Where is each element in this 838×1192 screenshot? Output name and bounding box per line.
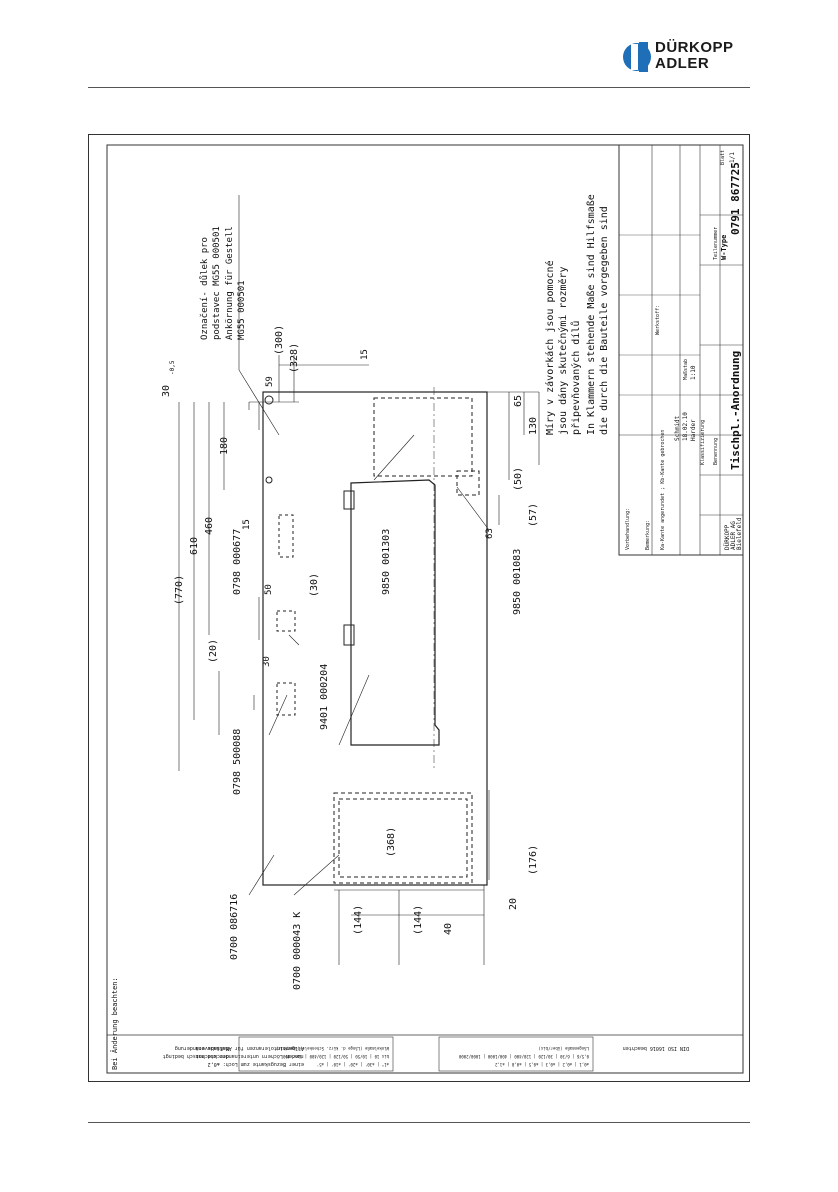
dim-65: 65: [513, 395, 524, 407]
dim-180: 180: [219, 437, 230, 455]
dim-770: (770): [174, 575, 185, 605]
part-labels: 0700 086716 0700 000043 K 0798 500088 94…: [229, 529, 523, 990]
note-cz-2: jsou dány skutečnými rozměry: [557, 266, 569, 435]
brand-logo-mark: [623, 42, 651, 72]
part-9850-001303: 9850 001303: [381, 529, 392, 595]
drawing-canvas: 0791 867725 Tischpl.-Anordnung Teilenumm…: [106, 144, 744, 1074]
tol-len-dev: ±0,1 | ±0,2 | ±0,3 | ±0,5 | ±0,8 | ±1,2: [494, 1062, 589, 1067]
title-company-1: DÜRKOPP: [724, 524, 731, 550]
title-type: W-Type: [720, 235, 728, 260]
title-drawn-by: Schmidt: [674, 415, 681, 441]
dim-20-b: 20: [508, 898, 519, 910]
dim-30: 30: [161, 385, 172, 397]
brand-line-2: ADLER: [655, 55, 710, 72]
title-classification-label: Klassifizierung: [700, 420, 706, 465]
tol-angle-vals: bis 10 | 10/50 | 50/120 | 120/400 | über…: [282, 1054, 389, 1059]
change-note: Bei Änderung beachten:: [110, 977, 119, 1070]
part-0798-500088: 0798 500088: [232, 729, 243, 795]
tolerance-tables: Allgemeintoleranzen für Abstände von run…: [163, 1036, 689, 1072]
brand-line-1: DÜRKOPP: [655, 39, 734, 56]
table-plate: [262, 387, 488, 886]
part-0798-000677: 0798 000677: [232, 529, 243, 595]
dim-50: 50: [264, 584, 274, 595]
title-scale: 1:10: [690, 365, 697, 380]
mark-de-1: Ankörnung für Gestell: [225, 226, 235, 340]
tol-general-2: runden Löchern untereinander und von: [196, 1053, 304, 1059]
title-surface-label: Vorbehandlung:: [625, 508, 631, 550]
title-designation-label: Benennung: [713, 438, 719, 465]
part-9401-000204: 9401 000204: [319, 664, 330, 730]
marking-note: Označení- důlek pro podstavec MG55 00050…: [199, 226, 247, 340]
dimension-lines: [178, 195, 540, 965]
title-sheet: 1/1: [729, 152, 736, 163]
dim-144-b: (144): [413, 905, 424, 935]
dim-176: (176): [528, 845, 539, 875]
title-remark-label: Bemerkung:: [645, 520, 651, 550]
tol-len-head: Längenmaße (über/bis): [538, 1046, 589, 1051]
tol-general-1: Allgemeintoleranzen für Abstände von: [196, 1045, 304, 1051]
dim-300: (300): [274, 325, 285, 355]
title-block: 0791 867725 Tischpl.-Anordnung Teilenumm…: [618, 144, 744, 556]
title-drawing-number: 0791 867725: [729, 162, 742, 235]
mark-cz-1: Označení- důlek pro: [199, 237, 210, 340]
dim-20: (20): [208, 639, 219, 663]
title-company-2: ADLER AG: [730, 521, 737, 550]
dim-63: 63: [485, 528, 495, 539]
title-sheet-label: Blatt: [720, 150, 726, 165]
dim-40: 40: [443, 923, 454, 935]
dim-130: 130: [528, 417, 539, 435]
technical-drawing: 0791 867725 Tischpl.-Anordnung Teilenumm…: [88, 134, 750, 1082]
tol-changes-2: drucktechnisch bedingt: [163, 1053, 229, 1059]
dim-144-a: (144): [353, 905, 364, 935]
title-name: Tischpl.-Anordnung: [729, 351, 742, 470]
title-material-label: Werkstoff:: [655, 305, 661, 335]
dim-30-c: 30: [262, 656, 272, 667]
dim-368: (368): [386, 827, 397, 857]
title-date: 18.02.10: [682, 412, 689, 441]
part-0700-086716: 0700 086716: [229, 894, 240, 960]
title-checked-by: Harder: [690, 419, 697, 441]
dim-15-b: 15: [242, 519, 252, 530]
tol-angle-head: Winkelmaße (Länge d. kürz. Schenkels)(üb…: [276, 1046, 389, 1051]
dim-610: 610: [189, 537, 200, 555]
tol-changes-1: Maßtabsveränderung: [175, 1045, 229, 1051]
dim-57: (57): [528, 503, 539, 527]
mark-de-2: MG55 000501: [237, 280, 247, 340]
mark-cz-2: podstavec MG55 000501: [212, 226, 222, 340]
note-de-1: In Klammern stehende Maße sind Hilfsmaße: [586, 194, 597, 435]
tol-general-3: einer Bezugskante zum Loch: ±0,2: [208, 1061, 304, 1067]
title-ka-note: Ka-Kante angerundet ; Kb-Kante gebrochen: [660, 430, 666, 550]
note-de-2: die durch die Bauteile vorgegeben sind: [599, 206, 610, 435]
tol-angle-dev: ±1° | ±30' | ±20' | ±10' | ±5': [317, 1062, 389, 1067]
dim-30-b: (30): [309, 573, 320, 597]
tol-len-vals: 0,5/6 | 6/30 | 30/120 | 120/400 | 400/10…: [458, 1054, 589, 1059]
title-scale-label: Maßstab: [683, 359, 689, 380]
dim-15-a: 15: [360, 349, 370, 360]
tol-din: DIN ISO 16016 beachten: [623, 1045, 689, 1051]
footer-rule: [88, 1122, 750, 1123]
part-0700-000043-k: 0700 000043 K: [292, 912, 303, 990]
part-9850-001083: 9850 001083: [512, 549, 523, 615]
note-cz-1: Míry v závorkách jsou pomocné: [544, 260, 556, 435]
dimension-notes: Míry v závorkách jsou pomocné jsou dány …: [544, 194, 610, 435]
dim-30-tol: -0,5: [169, 360, 176, 375]
dim-460: 460: [204, 517, 215, 535]
dim-50-b: (50): [513, 467, 524, 491]
dimension-texts: (770) 610 460 180 30 -0,5 59 (328) (300)…: [161, 325, 539, 935]
dim-59: 59: [265, 376, 275, 387]
title-company-3: Bielefeld: [736, 517, 743, 550]
brand-logo-text: DÜRKOPP ADLER: [655, 40, 734, 72]
title-part-label: Teilenummer: [713, 227, 719, 260]
note-cz-3: připevňovaných dílů: [570, 321, 582, 435]
header-rule: [88, 87, 750, 88]
dim-328: (328): [289, 343, 300, 373]
